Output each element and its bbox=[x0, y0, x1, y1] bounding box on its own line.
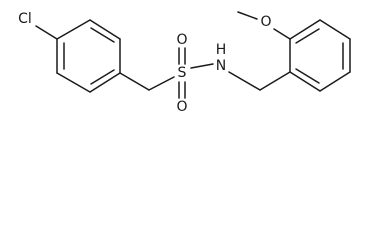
chlorine-label: Cl bbox=[18, 11, 32, 27]
cl-bond bbox=[35, 25, 58, 40]
methoxyphenyl-ring bbox=[289, 19, 351, 92]
nitrogen-label: N bbox=[216, 58, 226, 74]
ring2-bond-6-inner bbox=[295, 68, 320, 84]
n-ch2-bond bbox=[228, 71, 261, 91]
structure-canvas: Cl S O O H N O bbox=[18, 11, 351, 115]
ring1-bond-5 bbox=[56, 72, 91, 93]
ring2-bond-5 bbox=[319, 71, 351, 92]
ring1-bond-2 bbox=[89, 19, 121, 40]
ring1-bond-1 bbox=[56, 19, 91, 40]
ring1-bond-2-inner bbox=[90, 27, 115, 43]
ring2-bond-6 bbox=[289, 71, 321, 92]
chlorophenyl-ring bbox=[56, 19, 121, 93]
oxygen-bottom-label: O bbox=[176, 99, 187, 115]
s-n-bond bbox=[190, 63, 214, 69]
sulfur-label: S bbox=[178, 65, 187, 81]
oxygen-top-label: O bbox=[176, 32, 187, 48]
ring2-o-bond bbox=[273, 28, 291, 40]
ring1-bond-4-inner bbox=[90, 69, 115, 85]
ring2-bond-3 bbox=[319, 19, 351, 40]
benzyl-ch2-bond bbox=[119, 72, 150, 91]
ch2-s-bond bbox=[148, 76, 175, 91]
ring2-bond-2 bbox=[289, 19, 321, 40]
ring1-bond-4 bbox=[89, 72, 121, 93]
o-methyl-bond bbox=[237, 11, 258, 20]
amine-hydrogen-label: H bbox=[216, 42, 227, 58]
ch2-ring2-bond bbox=[259, 71, 291, 91]
ring2-bond-2-inner bbox=[295, 28, 320, 44]
methoxy-oxygen-label: O bbox=[260, 14, 271, 30]
